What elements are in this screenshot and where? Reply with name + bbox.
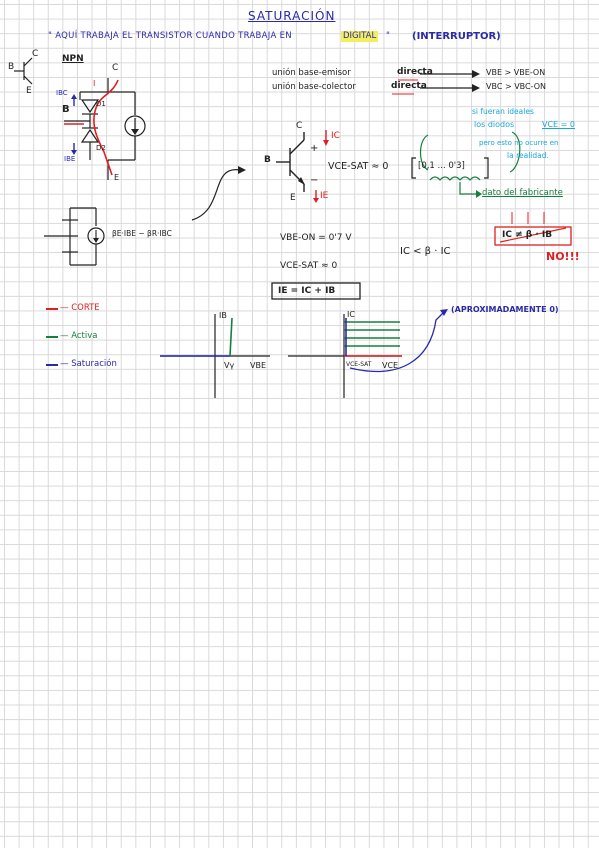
union-be-label: unión base-emisor: [272, 68, 351, 78]
minus-sign: −: [310, 175, 319, 186]
union-be-result: VBE > VBE-ON: [486, 68, 546, 77]
current-path-red: [93, 79, 119, 176]
ic-beta-box: [494, 226, 572, 246]
legend-corte: — CORTE: [60, 303, 100, 313]
page-title: SATURACIÓN: [248, 9, 336, 23]
note-ideal-5: la realidad.: [507, 151, 549, 160]
circuit-ibc-label: IBC: [56, 89, 68, 97]
legend-saturacion: — Saturación: [60, 359, 117, 369]
vcesat-equation: VCE-SAT ≈ 0: [280, 261, 338, 271]
ic-neq-beta-ib: IC ≠ β · IB: [502, 230, 553, 240]
coil-underline: [429, 176, 481, 181]
vbeon-equation: VBE-ON = 0'7 V: [280, 233, 352, 243]
mini-e-label: E: [26, 86, 32, 96]
union-bc-result: VBC > VBC-ON: [486, 82, 546, 91]
red-warning-arrows: [511, 212, 545, 224]
vcesat-range: [0,1 ... 0'3]: [418, 161, 465, 171]
union-be-state: directa: [397, 67, 433, 77]
interruptor-label: (INTERRUPTOR): [412, 31, 501, 42]
transistor-c-label: C: [296, 121, 303, 131]
subtitle-end: ": [386, 31, 390, 41]
aprox-label: (APROXIMADAMENTE 0): [451, 305, 559, 314]
no-exclamation: NO!!!: [546, 250, 580, 263]
transistor-symbol: [276, 132, 305, 192]
circuit-d2-label: D2: [96, 144, 106, 152]
transistor-ic-label: IC: [331, 131, 340, 141]
aprox-curve-icon: [349, 311, 445, 373]
plus-sign: +: [310, 143, 319, 154]
beta-equation: βE·IBE − βR·IBC: [112, 229, 172, 238]
bracket-right: [509, 131, 521, 173]
circuit-b-label: B: [62, 104, 70, 115]
bracket-left: [419, 134, 429, 171]
transistor-e-label: E: [290, 193, 296, 203]
ie-sum-equation: IE = IC + IB: [278, 286, 336, 296]
graph1-ib-label: IB: [219, 311, 227, 320]
beta-equivalent-circuit: [44, 207, 105, 266]
graph2-vcesat-label: VCE-SAT: [346, 361, 372, 368]
note-ideal-4: pero esto no ocurre en: [479, 139, 559, 147]
union-bc-state: directa: [391, 81, 427, 91]
circuit-d1-label: D1: [96, 100, 106, 108]
vcesat-approx: VCE-SAT ≈ 0: [328, 161, 389, 172]
ic-beta-inequality: IC < β · IC: [400, 246, 451, 257]
subtitle-text: " AQUÍ TRABAJA EL TRANSISTOR CUANDO TRAB…: [48, 31, 292, 41]
circuit-ibe-label: IBE: [64, 155, 76, 163]
circuit-e-label: E: [114, 173, 120, 182]
union-bc-label: unión base-colector: [272, 82, 356, 92]
legend-activa: — Activa: [60, 331, 98, 341]
curved-arrow-icon: [191, 169, 241, 221]
graph1-vbe-label: VBE: [250, 361, 267, 370]
note-dato-fabricante: dato del fabricante: [482, 188, 563, 198]
graph2-vce-label: VCE: [382, 361, 399, 370]
npn-label: NPN: [62, 54, 84, 64]
mini-transistor-symbol: [14, 57, 33, 85]
diode-model-circuit: [64, 78, 146, 180]
note-ideal-3: VCE = 0: [542, 120, 575, 129]
graph1-vy-label: Vγ: [224, 361, 235, 370]
circuit-c-label: C: [112, 63, 119, 73]
ie-sum-box: [271, 282, 361, 300]
graph2-ic-label: IC: [347, 310, 355, 319]
graph-ic-vce: [288, 314, 402, 398]
mini-b-label: B: [8, 62, 15, 72]
transistor-ie-label: IE: [320, 191, 329, 201]
subtitle-highlight: DIGITAL: [341, 31, 379, 42]
note-ideal-1: si fueran ideales: [472, 107, 534, 116]
graph-ib-vbe: [160, 314, 270, 398]
note-ideal-2: los diodos: [474, 120, 515, 129]
transistor-b-label: B: [264, 155, 271, 165]
mini-c-label: C: [32, 49, 39, 59]
circuit-i-label: I: [93, 79, 96, 88]
